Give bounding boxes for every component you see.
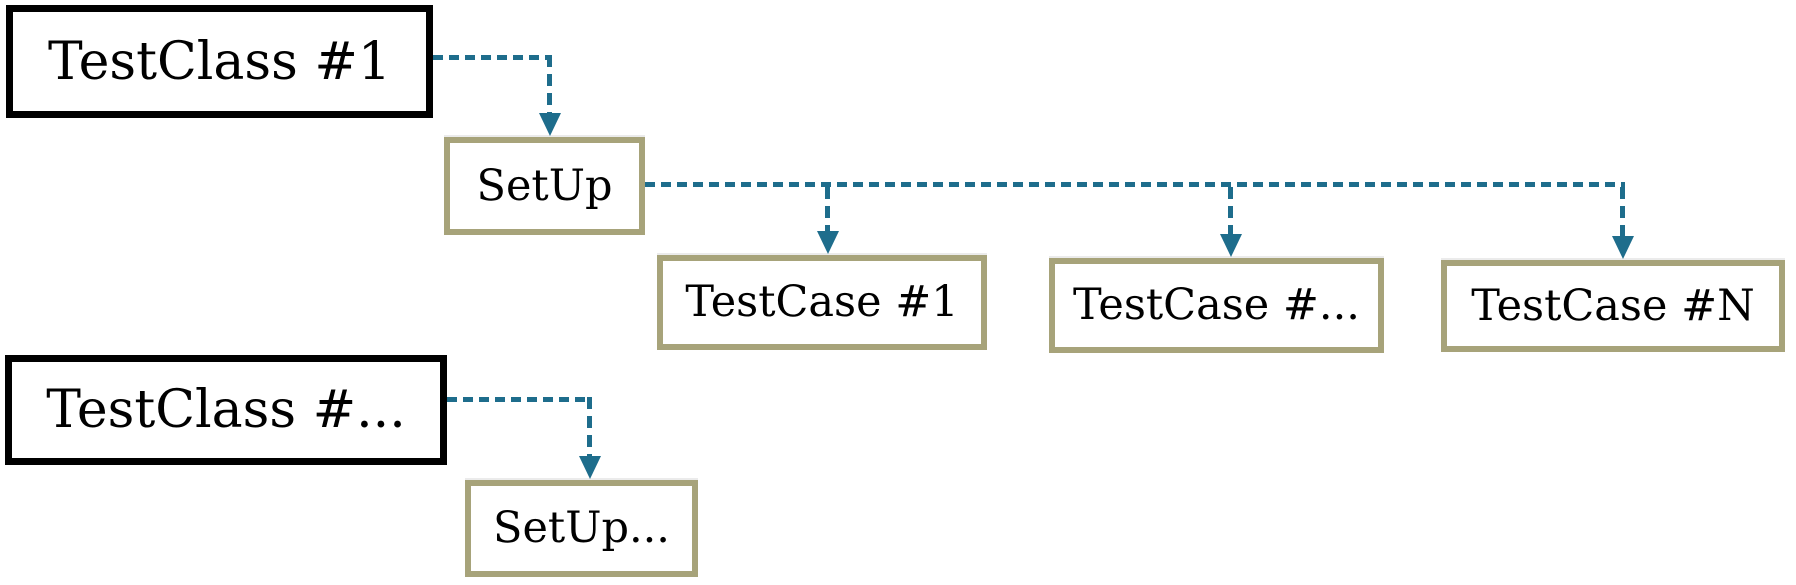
node-testcase-n-label: TestCase #N xyxy=(1471,280,1755,331)
node-testcase-mid: TestCase #... xyxy=(1049,258,1384,353)
node-testcase-1: TestCase #1 xyxy=(657,255,987,350)
connector-drop-testcase-mid xyxy=(1228,187,1233,234)
node-testcase-1-label: TestCase #1 xyxy=(685,277,959,327)
node-setup-1: SetUp xyxy=(444,137,645,235)
node-testclass-mid: TestClass #... xyxy=(5,355,447,465)
node-testclass-1: TestClass #1 xyxy=(6,5,433,118)
node-testclass-mid-label: TestClass #... xyxy=(46,380,406,440)
connector-testclass1-setup-horizontal xyxy=(433,55,550,60)
connector-testclassmid-setup-vertical xyxy=(587,397,592,456)
connector-drop-testcase-1 xyxy=(825,187,830,231)
arrowhead-down-icon xyxy=(579,456,601,479)
arrowhead-down-icon xyxy=(1220,234,1242,257)
connector-testclass1-setup-vertical xyxy=(547,55,552,115)
node-setup-mid-label: SetUp... xyxy=(493,503,670,553)
connector-drop-testcase-n xyxy=(1620,187,1625,236)
node-setup-1-label: SetUp xyxy=(476,160,613,211)
node-setup-mid: SetUp... xyxy=(465,480,698,577)
arrowhead-down-icon xyxy=(539,113,561,136)
connector-testclassmid-setup-horizontal xyxy=(447,397,590,402)
arrowhead-down-icon xyxy=(1612,236,1634,259)
node-testclass-1-label: TestClass #1 xyxy=(48,31,391,92)
node-testcase-mid-label: TestCase #... xyxy=(1073,280,1360,330)
arrowhead-down-icon xyxy=(817,231,839,254)
connector-setup-testcases-horizontal xyxy=(645,182,1625,187)
node-testcase-n: TestCase #N xyxy=(1441,260,1785,352)
